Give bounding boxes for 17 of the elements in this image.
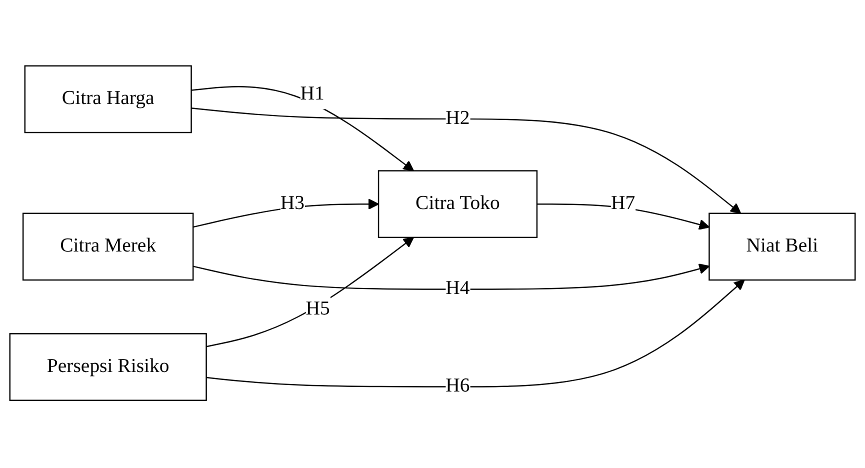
arrow (191, 86, 414, 172)
edge-label: H2 (446, 108, 470, 130)
arrow (192, 264, 710, 290)
arrow (191, 108, 742, 214)
node-box: Citra Toko (378, 170, 538, 238)
node-box: Niat Beli (708, 213, 856, 281)
edge-label: H5 (306, 298, 330, 320)
node-box: Citra Merek (22, 213, 194, 281)
edge-label: H6 (446, 376, 470, 397)
arrow (206, 280, 745, 388)
node-box: Persepsi Risiko (9, 333, 207, 402)
edge-label: H3 (280, 193, 304, 214)
arrow (206, 237, 414, 348)
edge-label: H7 (611, 193, 636, 214)
edge-label: H4 (446, 278, 470, 300)
edge-label: H1 (300, 84, 324, 105)
node-box: Citra Harga (24, 66, 192, 134)
